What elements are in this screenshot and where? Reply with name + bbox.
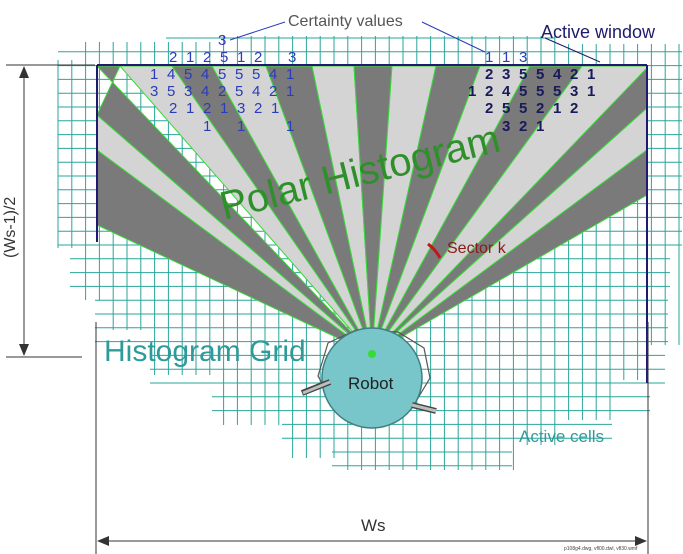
robot: Robot	[300, 327, 437, 429]
certainty-value: 1	[502, 49, 510, 66]
certainty-value: 1	[203, 118, 211, 135]
active-window-frame	[96, 64, 648, 383]
certainty-value: 1	[536, 118, 544, 135]
certainty-value: 1	[553, 100, 561, 117]
certainty-value: 5	[235, 83, 243, 100]
certainty-values-label: Certainty values	[288, 13, 403, 30]
certainty-value: 2	[485, 66, 493, 83]
certainty-value: 5	[184, 66, 192, 83]
ws-half-arrow-bottom	[19, 344, 29, 356]
certainty-value: 2	[203, 49, 211, 66]
certainty-value: 2	[169, 49, 177, 66]
robot-center-point	[368, 350, 376, 358]
footer-filename: p108g4.dwg, vfl00.dwl, vfl30.wmf	[564, 546, 638, 552]
certainty-value: 3	[288, 49, 296, 66]
sector-k-marker	[427, 242, 442, 259]
certainty-value: 1	[286, 118, 294, 135]
certainty-value: 3	[218, 32, 226, 49]
certainty-value: 2	[203, 100, 211, 117]
certainty-value: 5	[218, 66, 226, 83]
certainty-value: 1	[186, 100, 194, 117]
certainty-value: 2	[519, 118, 527, 135]
certainty-pointer-lines	[229, 21, 486, 53]
certainty-value: 2	[218, 83, 226, 100]
certainty-value: 5	[502, 100, 510, 117]
certainty-value: 2	[570, 66, 578, 83]
certainty-value: 2	[485, 83, 493, 100]
certainty-value: 3	[150, 83, 158, 100]
robot-body	[321, 327, 423, 429]
ws-half-arrow-top	[19, 66, 29, 78]
certainty-value: 5	[519, 83, 527, 100]
certainty-value: 2	[485, 100, 493, 117]
certainty-value: 5	[519, 66, 527, 83]
certainty-value: 1	[485, 49, 493, 66]
ws-label: Ws	[361, 516, 386, 535]
certainty-value: 4	[201, 83, 209, 100]
ws-half-label: (Ws-1)/2	[2, 197, 19, 258]
certainty-value: 5	[235, 66, 243, 83]
certainty-value: 4	[502, 83, 511, 100]
certainty-value: 3	[519, 49, 527, 66]
certainty-value: 4	[252, 83, 260, 100]
certainty-value: 1	[286, 83, 294, 100]
active-window-label: Active window	[541, 22, 656, 42]
ws-arrow-right	[635, 536, 647, 546]
certainty-value: 2	[536, 100, 544, 117]
certainty-value: 3	[502, 66, 510, 83]
certainty-value: 3	[570, 83, 578, 100]
certainty-value: 4	[201, 66, 209, 83]
polar-histogram-sectors	[95, 65, 648, 355]
robot-right-wheel	[411, 402, 437, 414]
sector-k-label: Sector k	[447, 240, 507, 257]
histogram-grid-label: Histogram Grid	[104, 335, 306, 368]
robot-left-wheel	[300, 379, 332, 396]
certainty-value: 1	[220, 100, 228, 117]
certainty-value: 1	[587, 66, 595, 83]
certainty-value: 1	[271, 100, 279, 117]
ws-dimension	[95, 322, 649, 554]
certainty-value: 2	[169, 100, 177, 117]
ws-arrow-left	[97, 536, 109, 546]
certainty-value: 5	[220, 49, 228, 66]
certainty-value: 1	[237, 118, 245, 135]
certainty-value: 5	[553, 83, 561, 100]
certainty-value: 5	[536, 66, 544, 83]
certainty-value: 1	[186, 49, 194, 66]
certainty-value: 1	[150, 66, 158, 83]
certainty-value: 5	[536, 83, 544, 100]
certainty-value: 1	[468, 83, 476, 100]
certainty-value: 2	[570, 100, 578, 117]
certainty-value: 1	[587, 83, 595, 100]
certainty-value: 3	[184, 83, 192, 100]
certainty-value: 5	[252, 66, 260, 83]
active-cells-label: Active cells	[519, 427, 604, 446]
certainty-value: 2	[254, 49, 262, 66]
ws-half-dimension	[6, 64, 95, 358]
certainty-value: 4	[269, 66, 277, 83]
certainty-value: 5	[167, 83, 175, 100]
certainty-value: 2	[269, 83, 277, 100]
certainty-value: 3	[237, 100, 245, 117]
certainty-value: 4	[553, 66, 562, 83]
certainty-value: 2	[254, 100, 262, 117]
certainty-value: 1	[286, 66, 294, 83]
certainty-value: 1	[237, 49, 245, 66]
certainty-value: 4	[167, 66, 175, 83]
certainty-value: 5	[519, 100, 527, 117]
robot-label: Robot	[348, 374, 394, 393]
active-window-pointer-line	[544, 37, 601, 63]
certainty-value: 3	[502, 118, 510, 135]
